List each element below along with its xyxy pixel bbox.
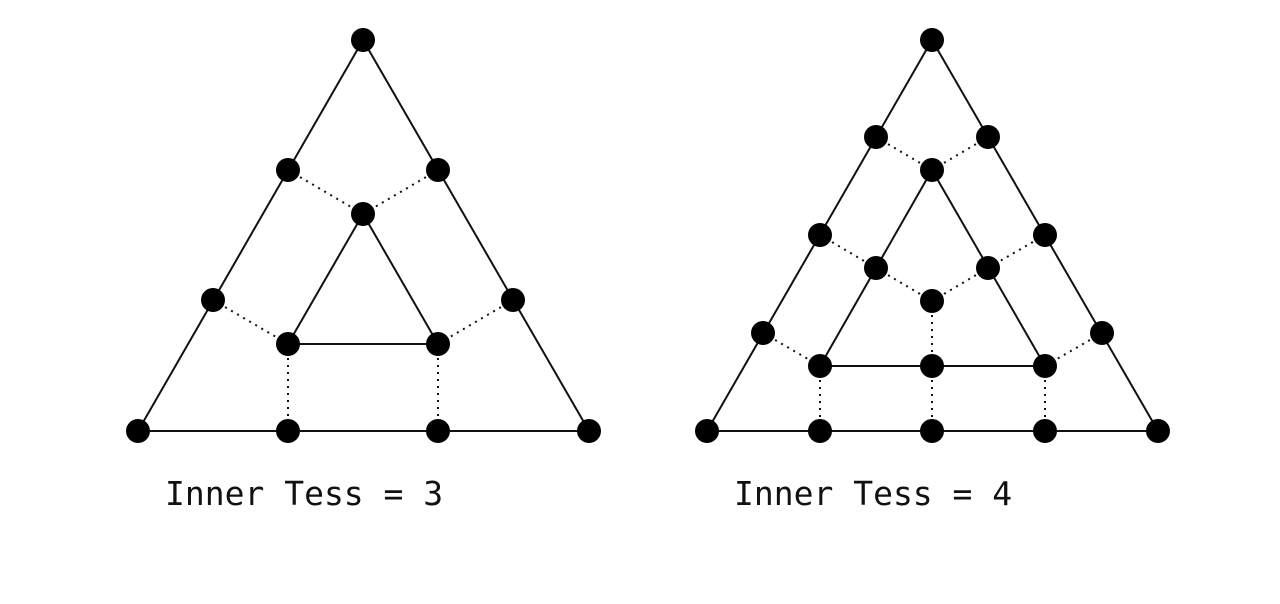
- dotted-connections: [212, 169, 514, 431]
- vertex: [1033, 419, 1057, 443]
- vertex: [864, 256, 888, 280]
- vertex: [808, 419, 832, 443]
- vertex: [201, 288, 225, 312]
- vertices: [126, 28, 601, 443]
- vertex: [695, 419, 719, 443]
- vertex: [426, 419, 450, 443]
- vertex: [920, 354, 944, 378]
- vertex: [126, 419, 150, 443]
- caption-inner-tess-3: Inner Tess = 3: [165, 474, 444, 513]
- vertex: [751, 321, 775, 345]
- vertex: [351, 202, 375, 226]
- vertex: [426, 158, 450, 182]
- vertex: [976, 125, 1000, 149]
- vertex: [920, 28, 944, 52]
- vertex: [1090, 321, 1114, 345]
- outer-triangle: [136, 37, 591, 432]
- vertex: [1033, 354, 1057, 378]
- vertex: [276, 419, 300, 443]
- vertex: [426, 332, 450, 356]
- vertex: [864, 125, 888, 149]
- vertex: [920, 289, 944, 313]
- vertex: [577, 419, 601, 443]
- vertex: [276, 158, 300, 182]
- vertex: [276, 332, 300, 356]
- vertices: [695, 28, 1170, 443]
- vertex: [1033, 223, 1057, 247]
- vertex: [808, 223, 832, 247]
- vertex: [920, 419, 944, 443]
- vertex: [1146, 419, 1170, 443]
- inner-triangle: [286, 211, 440, 345]
- vertex: [501, 288, 525, 312]
- vertex: [351, 28, 375, 52]
- triangle-inner-tess-3: [126, 28, 601, 443]
- triangle-inner-tess-4: [695, 28, 1170, 443]
- vertex: [808, 354, 832, 378]
- vertex: [976, 256, 1000, 280]
- vertex: [920, 158, 944, 182]
- caption-inner-tess-4: Inner Tess = 4: [734, 474, 1013, 513]
